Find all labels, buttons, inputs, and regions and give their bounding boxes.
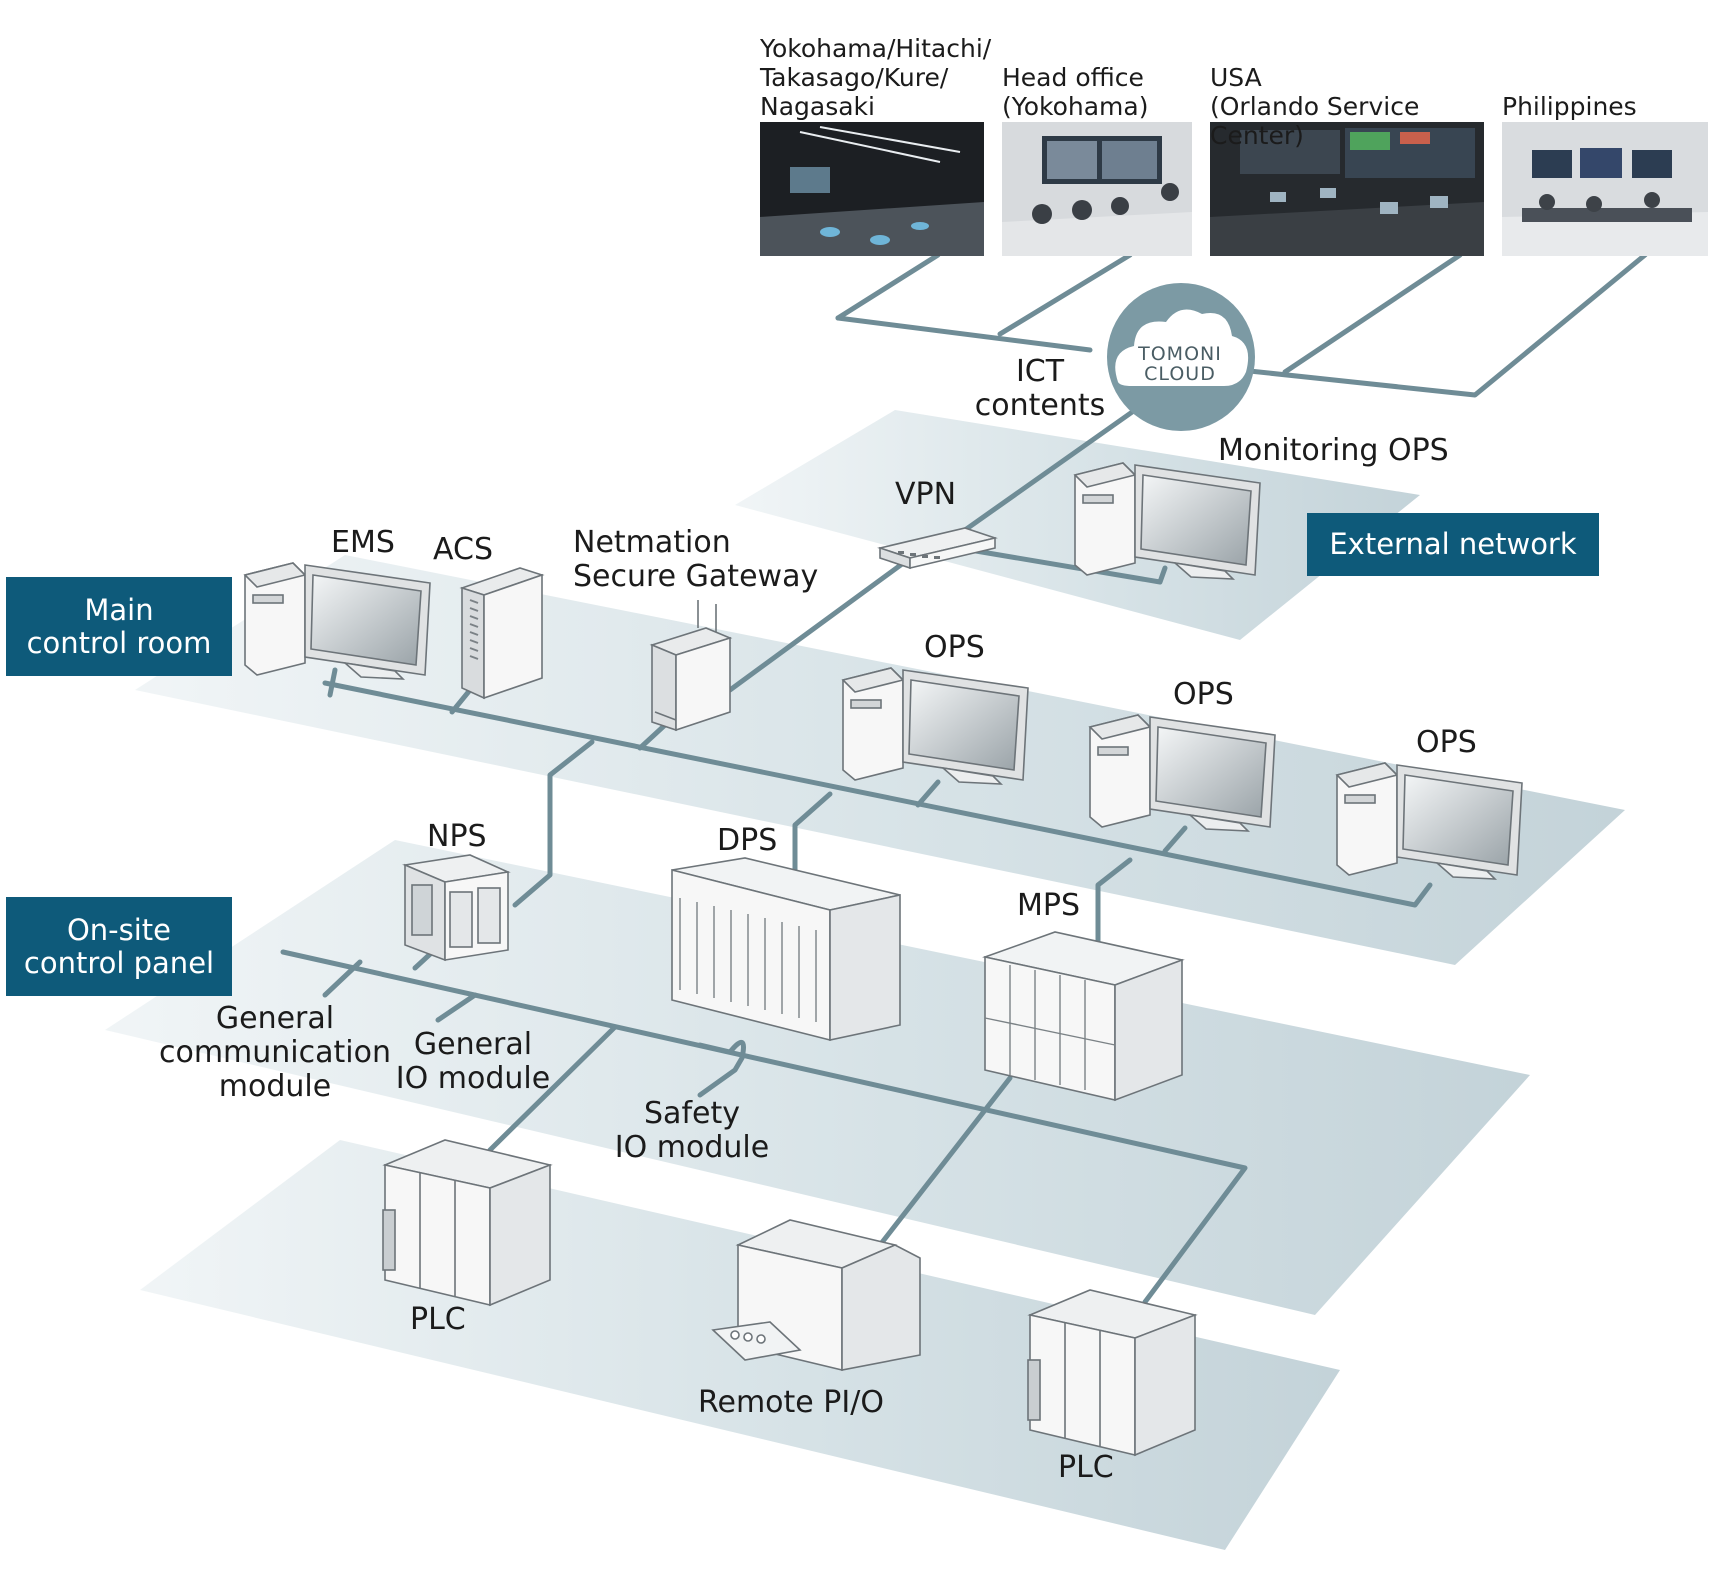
secure-gateway-label: Netmation Secure Gateway (573, 525, 819, 594)
mps-label: MPS (1017, 888, 1081, 923)
remote-pio-icon (711, 1219, 921, 1372)
secure-gateway-icon (649, 600, 733, 732)
ict-contents-label: ICT contents (974, 354, 1106, 423)
innovation-room-photo (760, 122, 984, 256)
plc-2-label: PLC (1058, 1450, 1114, 1485)
ems-label: EMS (331, 525, 395, 560)
ops-1-label: OPS (924, 630, 985, 665)
monitoring-ops-label: Monitoring OPS (1218, 433, 1449, 468)
plc-1-label: PLC (410, 1302, 466, 1337)
cloud-label-line2: CLOUD (1144, 363, 1216, 385)
main-control-room-badge: Main control room (6, 577, 232, 676)
operations-room-photo (1502, 122, 1708, 256)
general-io-module-label: General IO module (395, 1027, 551, 1096)
site-label-yokohama-hitachi: Yokohama/Hitachi/ Takasago/Kure/ Nagasak… (760, 34, 992, 121)
dps-label: DPS (717, 823, 778, 858)
acs-label: ACS (433, 532, 493, 567)
cloud-label-line1: TOMONI (1137, 343, 1222, 365)
ops-2-label: OPS (1173, 677, 1234, 712)
site-label-usa: USA (Orlando Service Center) (1210, 63, 1420, 150)
tomoni-cloud: TOMONI CLOUD (1107, 283, 1255, 431)
nps-label: NPS (427, 819, 487, 854)
nps-controller-icon (402, 854, 511, 962)
remote-pio-label: Remote PI/O (698, 1385, 884, 1420)
ops-3-label: OPS (1416, 725, 1477, 760)
safety-io-module-label: Safety IO module (614, 1096, 770, 1165)
site-label-head-office: Head office (Yokohama) (1002, 63, 1149, 121)
dps-cabinet-icon (671, 857, 901, 1042)
general-communication-module-label: General communication module (158, 1001, 391, 1104)
ops-workstation-1-icon (841, 667, 1029, 785)
plc-2-icon (1027, 1289, 1198, 1457)
monitoring-ops-icon (1073, 462, 1261, 580)
external-network-badge: External network (1307, 513, 1599, 576)
onsite-control-panel-badge: On-site control panel (6, 897, 232, 996)
plc-1-icon (382, 1139, 553, 1307)
vpn-label: VPN (895, 477, 957, 512)
ops-workstation-2-icon (1088, 714, 1276, 832)
vpn-router-icon (877, 527, 998, 570)
mps-cabinet-icon (982, 931, 1185, 1102)
site-label-philippines: Philippines (1502, 92, 1637, 121)
ops-workstation-3-icon (1335, 762, 1523, 880)
ems-workstation-icon (243, 562, 431, 680)
onsite-control-panel-plane (105, 840, 1530, 1315)
acs-server-icon (459, 567, 545, 700)
meeting-room-photo (1002, 122, 1192, 256)
monitoring-center-photo (1210, 122, 1484, 256)
network-lines (280, 252, 1648, 1305)
